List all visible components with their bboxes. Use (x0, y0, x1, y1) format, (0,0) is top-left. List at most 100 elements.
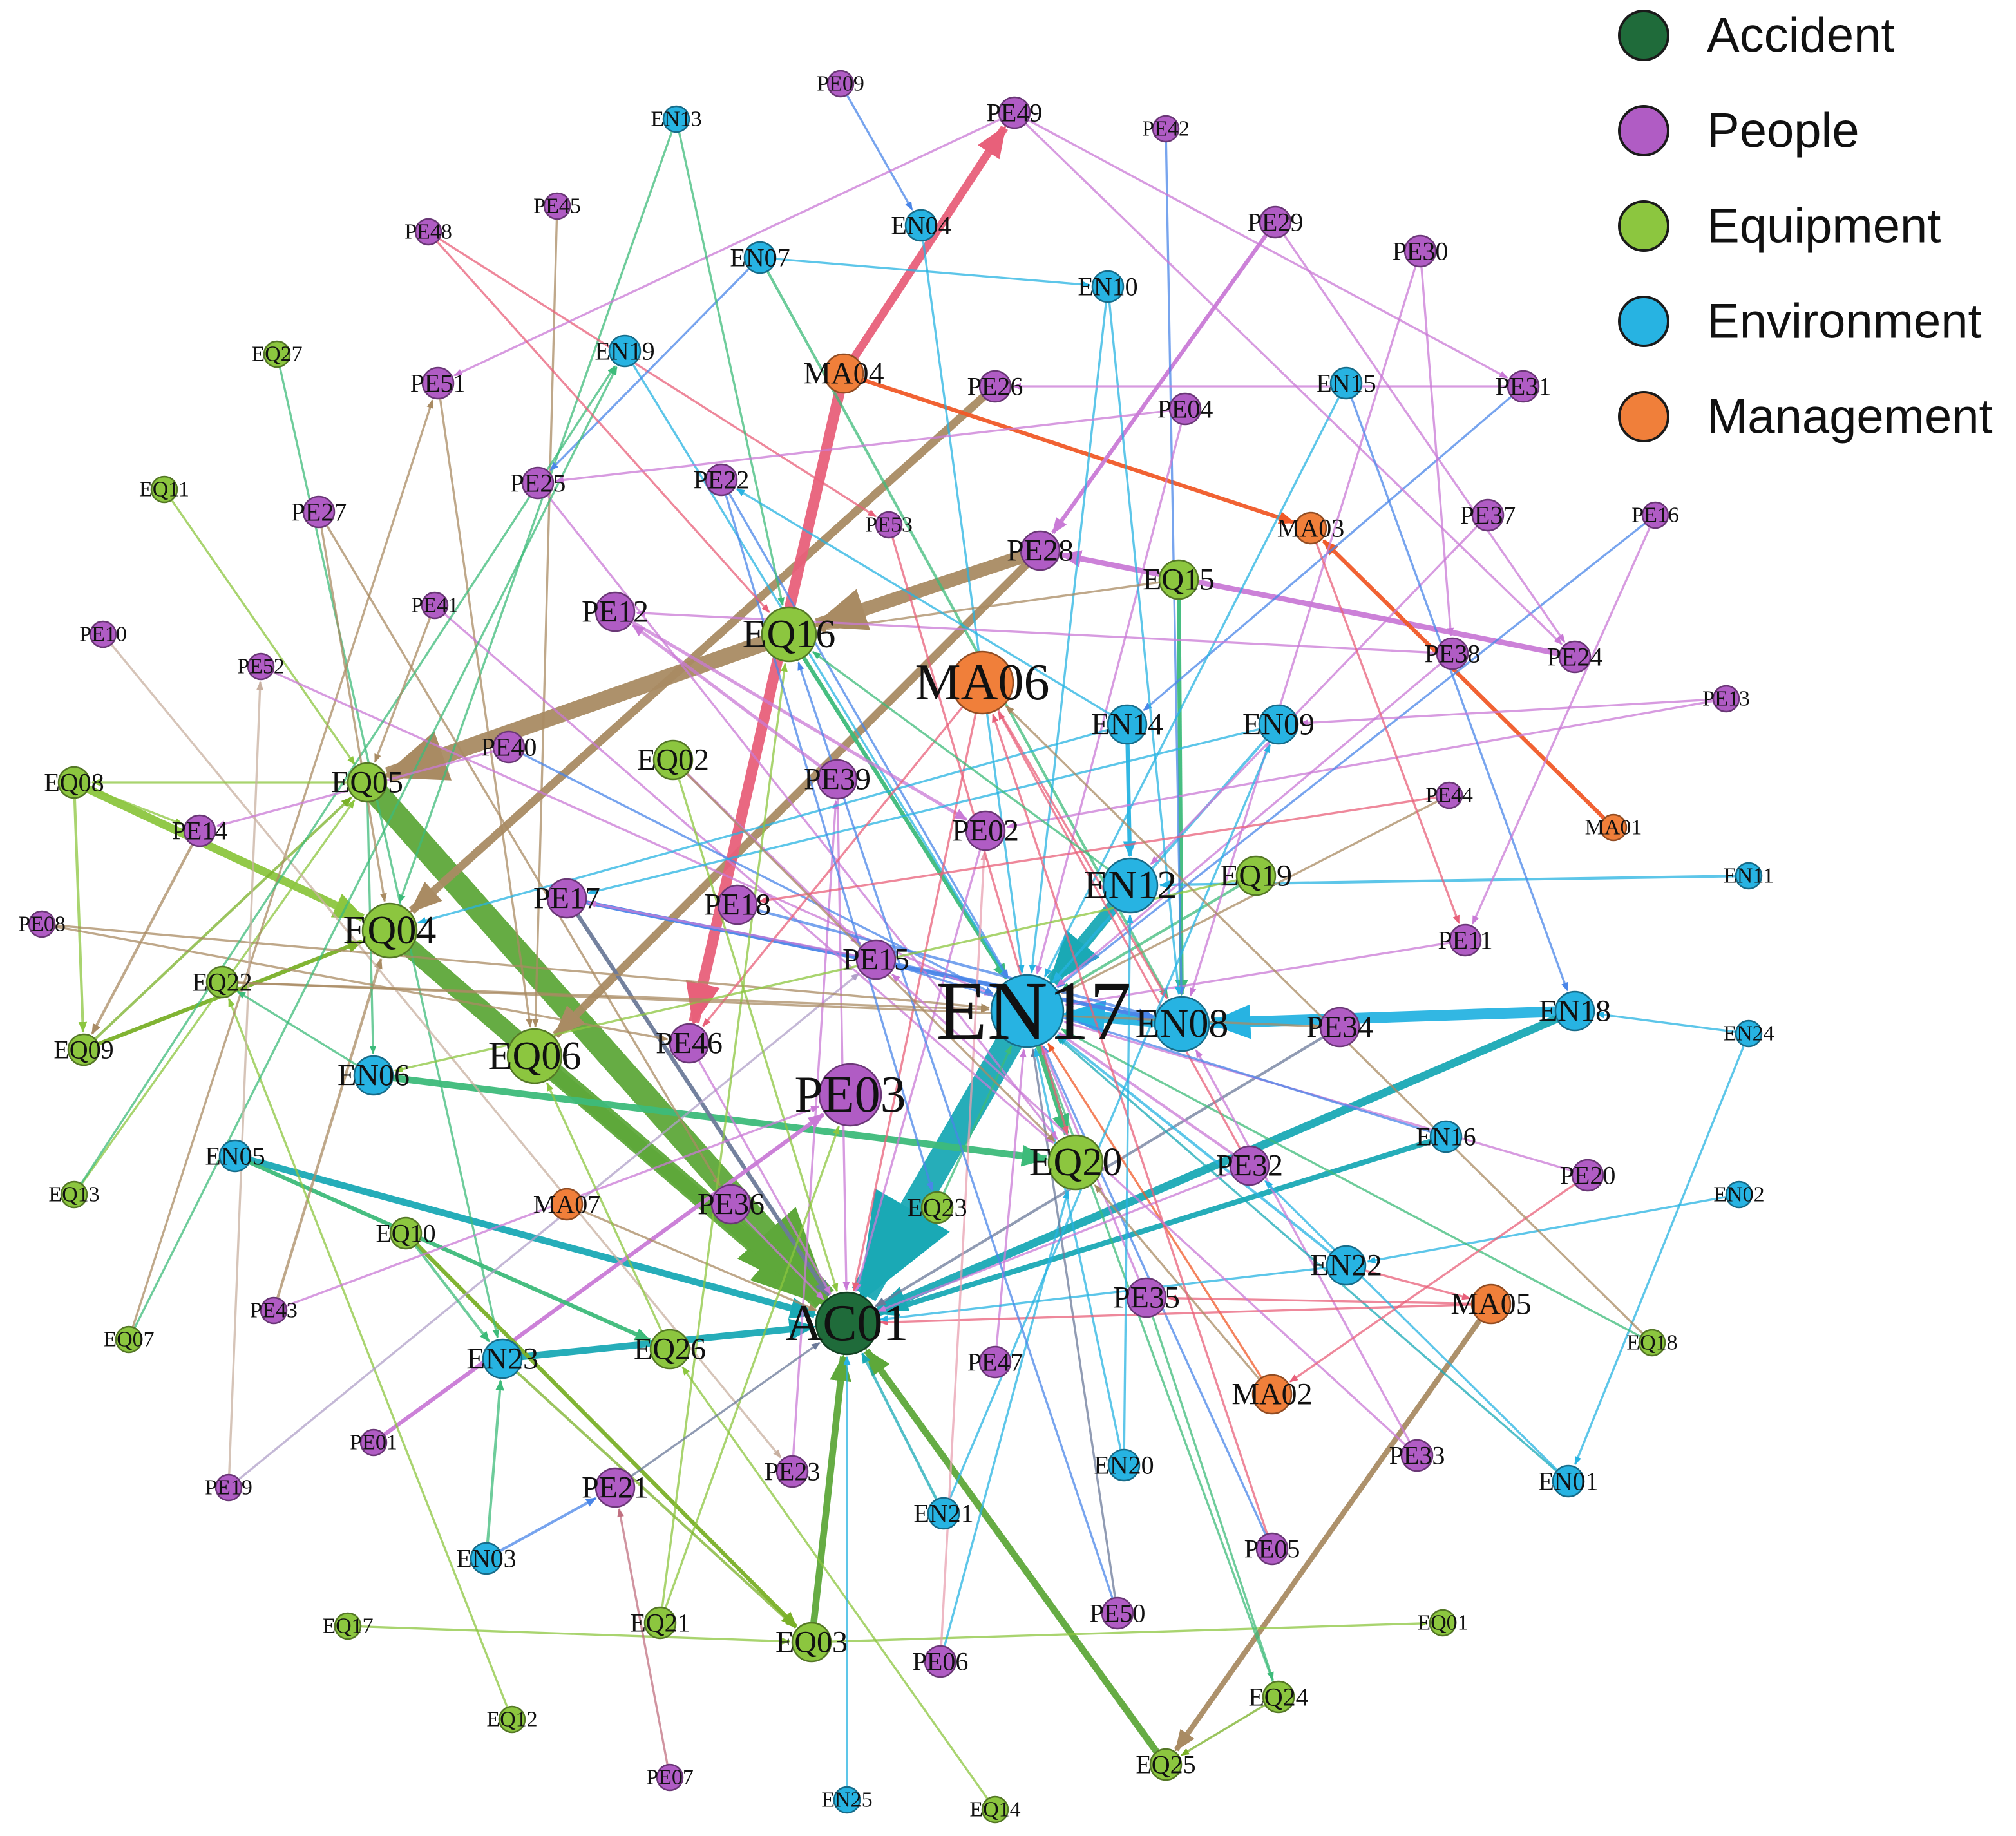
node-en24[interactable]: EN24 (1723, 1019, 1774, 1048)
node-pe28[interactable]: PE28 (1007, 530, 1074, 571)
node-pe46[interactable]: PE46 (656, 1023, 723, 1064)
node-pe08[interactable]: PE08 (18, 910, 66, 938)
node-pe37[interactable]: PE37 (1460, 498, 1516, 532)
node-pe22[interactable]: PE22 (694, 463, 750, 497)
node-pe03[interactable]: PE03 (794, 1063, 906, 1127)
node-pe44[interactable]: PE44 (1425, 781, 1473, 809)
node-pe51[interactable]: PE51 (410, 366, 466, 400)
node-en02[interactable]: EN02 (1713, 1180, 1765, 1209)
node-en13[interactable]: EN13 (651, 105, 702, 133)
node-eq27[interactable]: EQ27 (251, 340, 303, 368)
node-pe36[interactable]: PE36 (698, 1184, 765, 1225)
node-en18[interactable]: EN18 (1539, 990, 1611, 1032)
node-pe16[interactable]: PE16 (1631, 501, 1679, 529)
node-pe41[interactable]: PE41 (411, 591, 459, 620)
node-en15[interactable]: EN15 (1316, 366, 1376, 400)
node-en03[interactable]: EN03 (456, 1542, 517, 1575)
node-pe34[interactable]: PE34 (1306, 1007, 1373, 1048)
node-en09[interactable]: EN09 (1242, 704, 1315, 745)
node-eq13[interactable]: EQ13 (48, 1180, 100, 1209)
node-pe43[interactable]: PE43 (250, 1296, 298, 1325)
node-en22[interactable]: EN22 (1310, 1245, 1382, 1286)
node-ma01[interactable]: MA01 (1585, 813, 1642, 842)
node-en12[interactable]: EN12 (1084, 857, 1177, 914)
node-pe49[interactable]: PE49 (987, 96, 1043, 129)
node-pe11[interactable]: PE11 (1438, 923, 1493, 957)
node-eq08[interactable]: EQ08 (44, 766, 104, 799)
node-pe20[interactable]: PE20 (1560, 1159, 1616, 1192)
node-pe21[interactable]: PE21 (582, 1467, 649, 1508)
node-pe32[interactable]: PE32 (1216, 1145, 1283, 1186)
node-eq10[interactable]: EQ10 (376, 1216, 436, 1250)
node-pe25[interactable]: PE25 (510, 466, 566, 500)
node-pe23[interactable]: PE23 (765, 1455, 821, 1488)
node-pe42[interactable]: PE42 (1142, 115, 1190, 143)
node-en19[interactable]: EN19 (594, 334, 655, 368)
node-pe45[interactable]: PE45 (533, 192, 581, 220)
node-eq16[interactable]: EQ16 (743, 606, 836, 663)
node-pe38[interactable]: PE38 (1425, 637, 1481, 670)
node-eq12[interactable]: EQ12 (486, 1705, 538, 1734)
node-pe33[interactable]: PE33 (1389, 1439, 1445, 1472)
node-pe52[interactable]: PE52 (237, 652, 285, 681)
node-ac01[interactable]: AC01 (785, 1291, 909, 1356)
node-en10[interactable]: EN10 (1078, 270, 1138, 303)
node-pe17[interactable]: PE17 (533, 878, 600, 919)
node-eq01[interactable]: EQ01 (1417, 1609, 1469, 1637)
node-eq23[interactable]: EQ23 (907, 1191, 967, 1224)
node-pe40[interactable]: PE40 (481, 730, 537, 764)
node-en16[interactable]: EN16 (1416, 1120, 1476, 1153)
node-ma03[interactable]: MA03 (1277, 511, 1344, 545)
node-en01[interactable]: EN01 (1538, 1464, 1599, 1498)
node-pe27[interactable]: PE27 (291, 495, 347, 529)
node-eq20[interactable]: EQ20 (1029, 1134, 1123, 1191)
node-eq11[interactable]: EQ11 (139, 475, 189, 504)
node-pe18[interactable]: PE18 (704, 884, 771, 925)
node-en21[interactable]: EN21 (913, 1497, 974, 1530)
node-eq17[interactable]: EQ17 (322, 1612, 374, 1640)
node-en05[interactable]: EN05 (205, 1139, 265, 1173)
node-en20[interactable]: EN20 (1094, 1448, 1154, 1482)
node-pe10[interactable]: PE10 (79, 620, 127, 648)
node-pe09[interactable]: PE09 (817, 70, 864, 98)
node-ma06[interactable]: MA06 (915, 650, 1050, 715)
node-en08[interactable]: EN08 (1136, 996, 1229, 1052)
node-eq07[interactable]: EQ07 (103, 1325, 155, 1354)
node-eq02[interactable]: EQ02 (637, 739, 709, 781)
node-pe30[interactable]: PE30 (1393, 234, 1449, 268)
node-ma04[interactable]: MA04 (803, 353, 884, 394)
node-pe13[interactable]: PE13 (1702, 685, 1750, 713)
node-pe19[interactable]: PE19 (205, 1473, 252, 1502)
node-ma02[interactable]: MA02 (1231, 1374, 1313, 1415)
node-eq25[interactable]: EQ25 (1136, 1748, 1196, 1781)
node-eq05[interactable]: EQ05 (331, 762, 403, 803)
node-en17[interactable]: EN17 (936, 965, 1131, 1057)
node-pe14[interactable]: PE14 (172, 814, 228, 847)
node-pe39[interactable]: PE39 (804, 759, 871, 800)
node-en23[interactable]: EN23 (466, 1338, 538, 1379)
node-pe07[interactable]: PE07 (646, 1763, 694, 1792)
node-eq22[interactable]: EQ22 (192, 965, 252, 999)
node-en14[interactable]: EN14 (1091, 704, 1163, 745)
node-pe26[interactable]: PE26 (967, 370, 1023, 403)
node-eq09[interactable]: EQ09 (53, 1033, 114, 1066)
node-en07[interactable]: EN07 (730, 241, 790, 274)
node-eq19[interactable]: EQ19 (1220, 855, 1292, 896)
node-pe29[interactable]: PE29 (1248, 205, 1304, 239)
node-pe15[interactable]: PE15 (842, 939, 909, 980)
node-pe47[interactable]: PE47 (967, 1345, 1023, 1379)
node-pe50[interactable]: PE50 (1090, 1596, 1146, 1630)
node-pe35[interactable]: PE35 (1113, 1277, 1180, 1318)
node-eq24[interactable]: EQ24 (1248, 1680, 1309, 1714)
node-en06[interactable]: EN06 (338, 1055, 410, 1096)
node-pe06[interactable]: PE06 (913, 1645, 969, 1678)
node-eq03[interactable]: EQ03 (775, 1622, 848, 1663)
node-eq06[interactable]: EQ06 (488, 1028, 582, 1084)
node-pe31[interactable]: PE31 (1496, 370, 1552, 403)
node-en25[interactable]: EN25 (821, 1786, 873, 1814)
node-eq04[interactable]: EQ04 (343, 902, 437, 959)
node-pe04[interactable]: PE04 (1157, 392, 1213, 426)
node-eq18[interactable]: EQ18 (1626, 1329, 1678, 1357)
node-pe48[interactable]: PE48 (404, 218, 452, 246)
node-pe01[interactable]: PE01 (350, 1428, 397, 1457)
